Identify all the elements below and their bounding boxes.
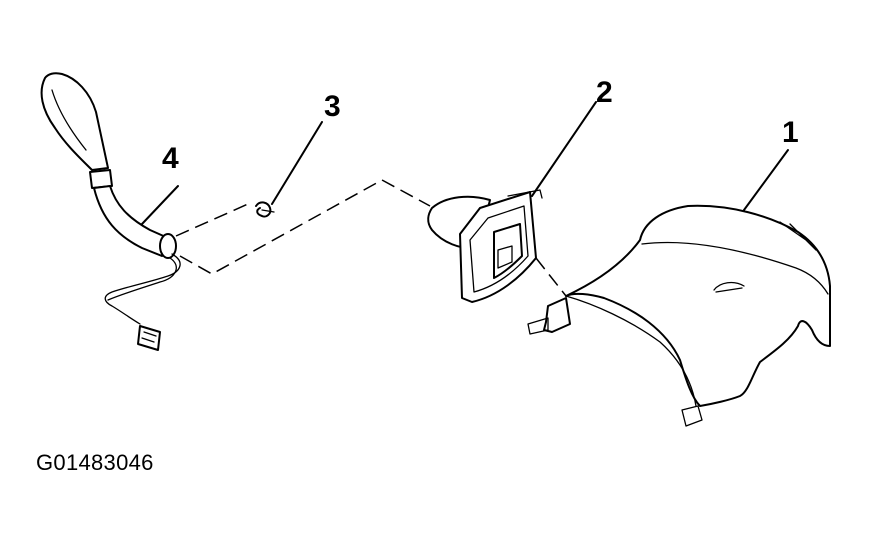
figure-id: G01483046 (36, 450, 154, 475)
callout-2: 2 (596, 76, 613, 109)
retaining-clip (255, 201, 275, 218)
alignment-lines (175, 179, 567, 297)
leader-lines (141, 101, 789, 225)
shift-lever-boot (427, 189, 543, 303)
steering-column-cover (527, 204, 831, 427)
callout-4: 4 (162, 142, 179, 175)
callout-labels: 4 3 2 1 (162, 76, 799, 175)
shift-lever-knob (40, 72, 181, 351)
callout-3: 3 (324, 90, 341, 123)
callout-1: 1 (782, 116, 799, 149)
